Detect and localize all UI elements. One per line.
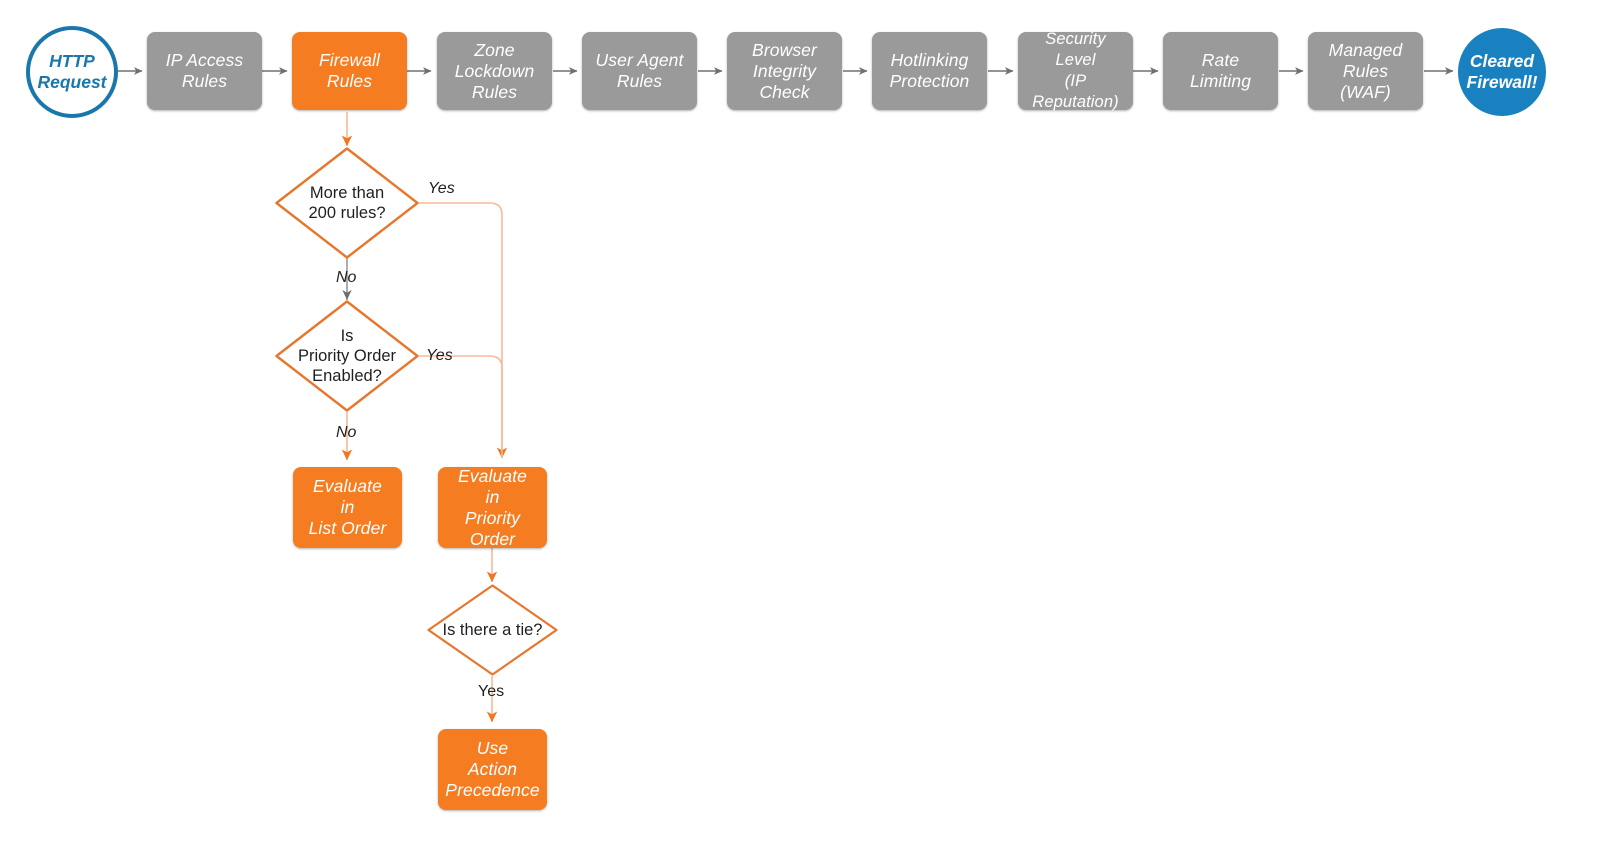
node-rate-limiting[interactable]: Rate Limiting [1163, 32, 1278, 110]
node-user-agent-rules[interactable]: User Agent Rules [582, 32, 697, 110]
node-http-request[interactable]: HTTP Request [26, 26, 118, 118]
decision-is-priority-order-enabled[interactable]: Is Priority Order Enabled? [275, 300, 419, 412]
node-zone-lockdown-rules[interactable]: Zone Lockdown Rules [437, 32, 552, 110]
node-label: User Agent Rules [595, 50, 684, 91]
decision-label: Is Priority Order Enabled? [297, 327, 397, 385]
node-label: HTTP Request [37, 51, 107, 92]
decision-label: Is there a tie? [442, 621, 543, 639]
node-security-level[interactable]: Security Level (IP Reputation) [1018, 30, 1133, 111]
edge-label-rules-no: No [336, 269, 357, 286]
node-managed-rules-waf[interactable]: Managed Rules (WAF) [1308, 32, 1423, 110]
edge-label-priority-no: No [336, 424, 357, 441]
decision-label: More than 200 rules? [308, 184, 386, 222]
node-ip-access-rules[interactable]: IP Access Rules [147, 32, 262, 110]
node-use-action-precedence[interactable]: Use Action Precedence [438, 729, 547, 810]
diamond-shape [275, 300, 419, 412]
decision-more-than-200-rules[interactable]: More than 200 rules? [275, 147, 419, 259]
edge-label-priority-yes: Yes [426, 347, 453, 364]
edge-priority-yes-to-priority-order [419, 355, 503, 458]
diamond-shape [275, 147, 419, 259]
node-cleared-firewall[interactable]: Cleared Firewall! [1458, 28, 1546, 116]
node-label: Rate Limiting [1189, 50, 1252, 91]
node-label: Browser Integrity Check [752, 39, 817, 102]
node-browser-integrity-check[interactable]: Browser Integrity Check [727, 32, 842, 110]
node-label: Managed Rules (WAF) [1328, 39, 1403, 102]
node-label: Security Level (IP Reputation) [1032, 30, 1119, 111]
diamond-shape [427, 584, 558, 676]
node-evaluate-in-list-order[interactable]: Evaluate in List Order [293, 467, 402, 548]
node-hotlinking-protection[interactable]: Hotlinking Protection [872, 32, 987, 110]
decision-is-there-a-tie[interactable]: Is there a tie? [427, 584, 558, 676]
node-evaluate-in-priority-order[interactable]: Evaluate in Priority Order [438, 465, 547, 549]
node-label: Evaluate in Priority Order [458, 465, 527, 549]
edge-label-tie-yes: Yes [478, 683, 505, 700]
node-label: Evaluate in List Order [308, 476, 387, 538]
node-label: Zone Lockdown Rules [454, 39, 535, 102]
edge-label-rules-yes: Yes [428, 180, 455, 197]
node-label: Cleared Firewall! [1466, 51, 1538, 92]
node-firewall-rules[interactable]: Firewall Rules [292, 32, 407, 110]
node-label: IP Access Rules [165, 50, 244, 91]
node-label: Firewall Rules [318, 50, 381, 91]
node-label: Use Action Precedence [445, 738, 540, 800]
edge-rules-yes-to-priority-order [419, 202, 508, 459]
node-label: Hotlinking Protection [889, 50, 970, 91]
